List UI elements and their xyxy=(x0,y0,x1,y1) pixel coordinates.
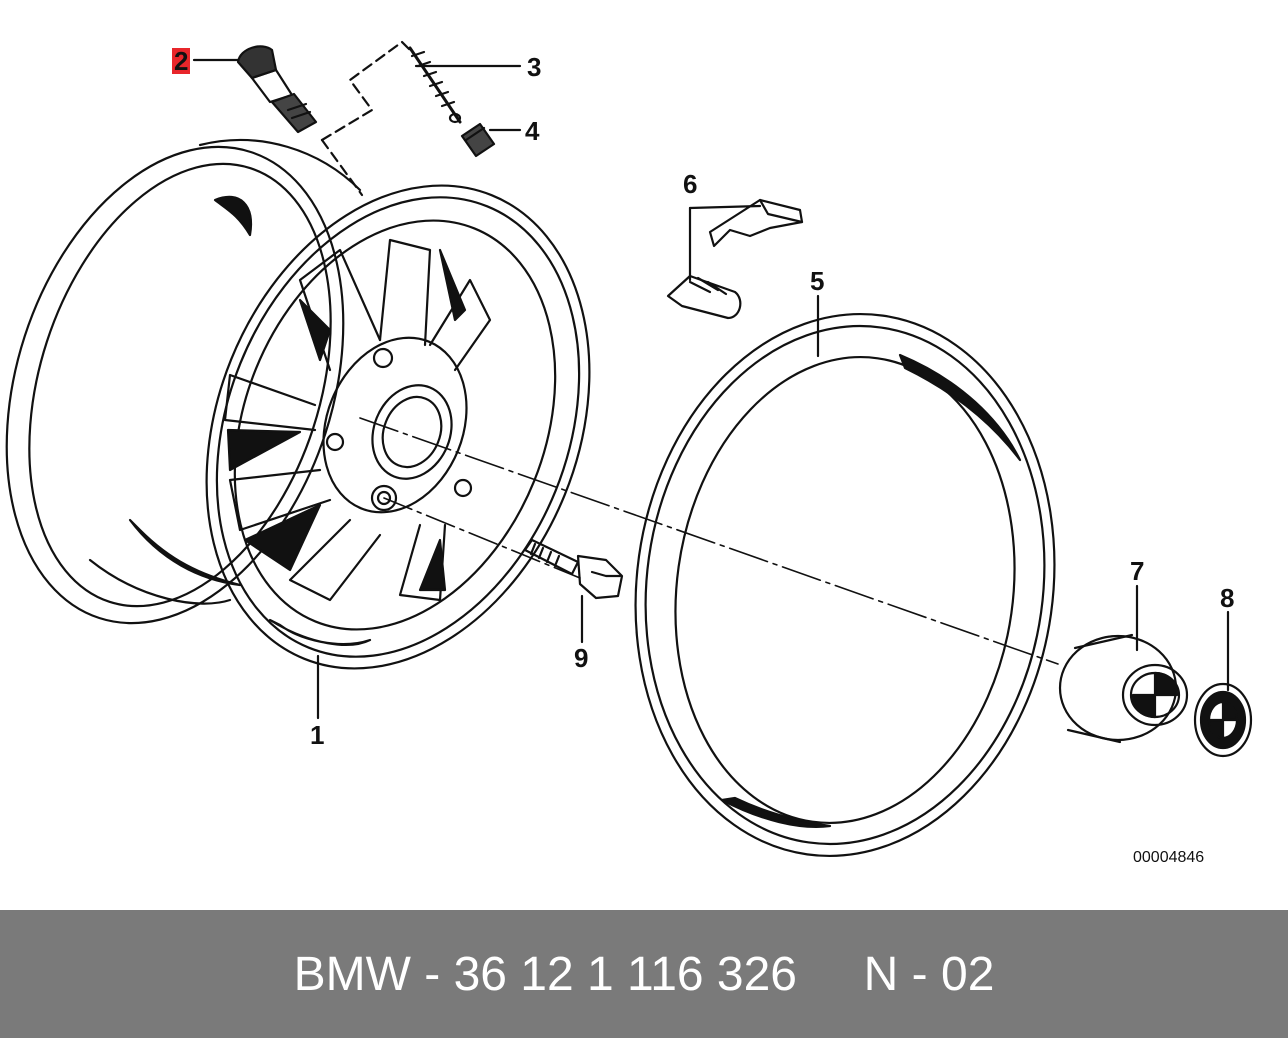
valve-group-bracket xyxy=(320,40,412,142)
drawing-number: 00004846 xyxy=(1133,849,1205,866)
trim-ring-part xyxy=(634,312,1056,858)
exploded-wheel-drawing xyxy=(5,40,1253,858)
part-number-text: BMW - 36 12 1 116 326 N - 02 xyxy=(293,947,995,1001)
emblem-part xyxy=(1193,682,1253,758)
callout-2[interactable]: 2 xyxy=(172,46,191,76)
wheel-axis-line xyxy=(359,417,1059,665)
clip-part xyxy=(708,198,804,248)
bolt-axis-line xyxy=(383,497,581,579)
callout-6[interactable]: 6 xyxy=(683,169,698,199)
parts-diagram: 2 3 4 6 5 7 8 9 1 00004846 xyxy=(5,40,1253,866)
leader-6-clip xyxy=(688,204,762,210)
wheel-bolt-part xyxy=(523,538,624,600)
callout-1[interactable]: 1 xyxy=(310,720,325,750)
balance-weight-part xyxy=(666,274,742,320)
valve-axis-line xyxy=(320,138,364,197)
wheel-rim-part xyxy=(5,138,591,670)
center-cap-part xyxy=(1058,633,1189,744)
callout-7[interactable]: 7 xyxy=(1130,556,1145,586)
valve-insert-part xyxy=(408,46,462,124)
callout-3[interactable]: 3 xyxy=(527,52,542,82)
valve-cap-part xyxy=(460,122,496,158)
callout-5[interactable]: 5 xyxy=(810,266,825,296)
callout-8[interactable]: 8 xyxy=(1220,583,1235,613)
callout-4[interactable]: 4 xyxy=(525,116,540,146)
callout-9[interactable]: 9 xyxy=(574,643,589,673)
part-number-footer: BMW - 36 12 1 116 326 N - 02 xyxy=(0,910,1288,1038)
valve-stem-part xyxy=(236,45,318,134)
